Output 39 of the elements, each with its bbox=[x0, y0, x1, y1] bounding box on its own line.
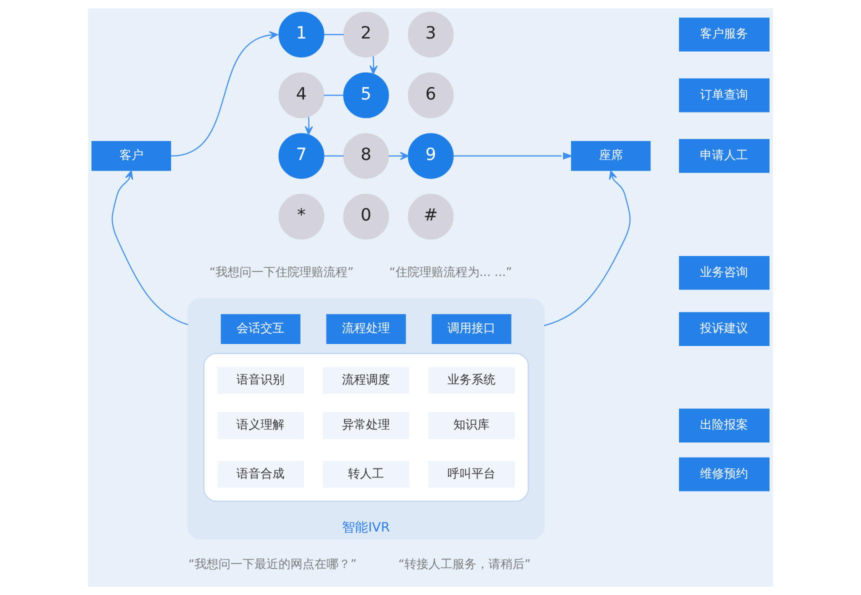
node-box: 业务咨询 bbox=[678, 256, 770, 290]
node-box: 座席 bbox=[571, 141, 651, 171]
node-box: 投诉建议 bbox=[678, 312, 770, 346]
node-circle: 4 bbox=[278, 72, 324, 118]
node-box: 订单查询 bbox=[678, 78, 770, 112]
node-box: 会话交互 bbox=[220, 314, 300, 344]
node-circle: 7 bbox=[278, 133, 324, 179]
node-circle: 1 bbox=[278, 12, 324, 58]
arrow bbox=[388, 152, 409, 160]
label: “住院理赔流程为... ...” bbox=[389, 264, 512, 279]
node-box: 流程处理 bbox=[326, 314, 406, 344]
connector bbox=[324, 94, 344, 96]
node-circle: 8 bbox=[343, 133, 389, 179]
arrow bbox=[369, 56, 378, 74]
arrow bbox=[171, 31, 278, 157]
connector bbox=[324, 155, 344, 157]
node-box: 客户服务 bbox=[678, 18, 770, 52]
node-circle: 3 bbox=[408, 12, 454, 58]
node-circle: 9 bbox=[408, 133, 454, 179]
node-circle: 5 bbox=[343, 72, 389, 118]
node-box: 申请人工 bbox=[678, 139, 770, 173]
node-box: 出险报案 bbox=[678, 408, 770, 442]
node-box: 调用接口 bbox=[432, 314, 512, 344]
label: “我想问一下最近的网点在哪？” bbox=[188, 556, 357, 571]
arrow bbox=[453, 152, 574, 160]
arrow bbox=[112, 170, 188, 326]
label: “我想问一下住院理赔流程” bbox=[209, 264, 354, 279]
node-circle: * bbox=[278, 194, 324, 240]
arrow bbox=[304, 116, 313, 135]
node-circle: 0 bbox=[343, 194, 389, 240]
node-circle: 2 bbox=[343, 12, 389, 58]
node-circle: 6 bbox=[408, 72, 454, 118]
connector bbox=[324, 34, 344, 36]
node-box: 维修预约 bbox=[678, 457, 770, 492]
cluster bbox=[203, 352, 529, 502]
label: “转接人工服务，请稍后” bbox=[398, 556, 531, 571]
node-circle: # bbox=[408, 194, 454, 240]
arrow bbox=[544, 170, 631, 326]
node-box: 客户 bbox=[91, 141, 172, 171]
